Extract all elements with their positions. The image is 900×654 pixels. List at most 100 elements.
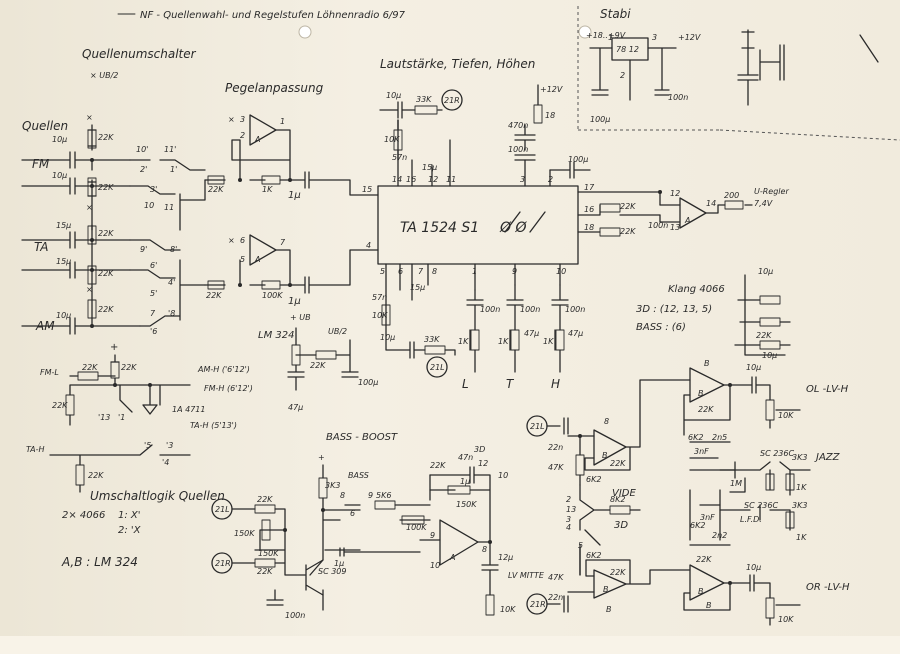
output-left-label: OL -LV-H <box>806 384 849 395</box>
sw-pin: 9' <box>140 245 147 254</box>
junction-dot <box>728 581 732 585</box>
junction-dot <box>113 383 117 387</box>
junction-dot <box>288 178 292 182</box>
pot-10k[interactable] <box>485 594 495 616</box>
cap-100u-stabi: 100µ <box>590 115 610 124</box>
cap-10u-label: 10µ <box>52 171 67 180</box>
opamp-b <box>689 367 725 403</box>
sc236c2-label: SC 236C <box>744 501 778 510</box>
aux-transistor <box>737 29 785 106</box>
opamp-b <box>593 429 627 466</box>
pot-10k-label: 10K <box>500 605 516 614</box>
junction-dot <box>238 178 242 182</box>
resistor-33k-label: 33K <box>416 95 432 104</box>
resistor-6k2 <box>575 454 585 476</box>
cap-100n-label: 100n <box>285 611 305 620</box>
cap-22n-label: 22n <box>548 443 563 452</box>
pot-label-t: T <box>506 377 515 391</box>
resistor-22k <box>759 317 781 327</box>
opamp-pin: 12 <box>670 189 680 198</box>
resistor-22k <box>759 340 781 350</box>
sw-pin: 4' <box>168 278 175 287</box>
sw-pin: '13 <box>98 413 110 422</box>
stabi-wiring <box>589 47 677 101</box>
pot-10k[interactable] <box>765 399 775 421</box>
sheet-title: NF - Quellenwahl- und Regelstufen Löhnen… <box>140 10 406 21</box>
pot-l[interactable] <box>470 329 480 351</box>
transistor-label: SC 309 <box>318 567 346 576</box>
resistor-22k <box>759 295 781 305</box>
ic-pin: 4 <box>366 241 371 250</box>
cap-100n-label: 100n <box>648 221 668 230</box>
stabi-label: Stabi <box>600 7 631 21</box>
sw-pin: 2 <box>566 495 571 504</box>
ic-pin: 14 <box>392 175 402 184</box>
resistor-22k <box>87 129 97 149</box>
cap-10u-label: 10µ <box>380 333 395 342</box>
pot-label-l: L <box>462 377 469 391</box>
resistor-22k <box>315 350 337 360</box>
pot-10k[interactable] <box>765 597 775 619</box>
coupling-cap-bottom <box>279 249 379 294</box>
vide-label: VIDE <box>612 488 636 499</box>
sw-pin: 3' <box>150 185 157 194</box>
label-3d: 3D <box>474 445 485 454</box>
resistor-100k <box>401 515 425 525</box>
pot-label-h: H <box>551 377 560 391</box>
pot-t[interactable] <box>510 329 520 351</box>
sw-pin: 9 <box>368 491 373 500</box>
pencil-stroke <box>859 34 879 63</box>
opamp-pin: 8 <box>604 417 609 426</box>
fm-input-wiring <box>21 124 131 231</box>
ic-pin: 9 <box>512 267 517 276</box>
punch-hole <box>298 25 312 39</box>
pin-1-stabi: 1 <box>608 33 613 42</box>
stabi-box-border <box>577 6 900 141</box>
fm-l-label: FM-L <box>40 368 59 377</box>
resistor-8k2 <box>609 505 631 515</box>
ic-pin: 12 <box>428 175 438 184</box>
sw-pin: 8' <box>170 245 177 254</box>
opamp-label: B <box>603 585 609 594</box>
opamp-label: A <box>684 216 690 225</box>
resistor-150k-label: 150K <box>234 529 255 538</box>
opamp-label: A <box>254 135 260 144</box>
resistor-22k <box>75 464 85 486</box>
resistor-22k-label: 22K <box>696 555 712 564</box>
marker-21r-b-label: 21R <box>215 559 231 568</box>
resistor-1k-label: 1K <box>796 533 807 542</box>
junction-dot <box>488 540 492 544</box>
junction-dot <box>283 528 287 532</box>
cap-47u-label: 47µ <box>524 329 539 338</box>
sw-pin: 10 <box>144 201 154 210</box>
resistor-22k-label: 22K <box>610 459 626 468</box>
cap-100n-label: 100n <box>565 305 585 314</box>
cap-100n-label: 100n <box>520 305 540 314</box>
resistor-22k <box>207 280 225 290</box>
resistor-1k-label: 1K <box>262 185 273 194</box>
pot-h[interactable] <box>555 329 565 351</box>
resistor-22k <box>599 227 621 237</box>
resistor-22k-label: 22K <box>208 185 224 194</box>
logic-1: 1: X' <box>118 510 141 521</box>
opamp-a <box>249 234 277 266</box>
sw-pin: 1' <box>170 165 177 174</box>
opamp-pin: 9 <box>430 531 435 540</box>
opamp-pin: 13 <box>670 223 680 232</box>
resistor-22k <box>77 371 99 381</box>
opamp-a <box>679 197 707 229</box>
opamp-label: A <box>449 553 455 562</box>
regulator-label: 78 12 <box>616 45 639 54</box>
cap-100u-label: 100µ <box>358 378 378 387</box>
level-adjust-title: Pegelanpassung <box>225 81 324 95</box>
opamp-pin: B <box>704 359 710 368</box>
junction-dot <box>90 158 94 162</box>
sw-pin: '3 <box>166 441 173 450</box>
ic-pin: 7 <box>418 267 424 276</box>
opamp-pin: 14 <box>706 199 716 208</box>
resistor-100k-label: 100K <box>406 523 427 532</box>
resistor-3k3 <box>318 477 328 499</box>
cap-10u-label: 10µ <box>746 363 761 372</box>
sw-pin: '1 <box>118 413 125 422</box>
sw-pin: 5' <box>150 289 157 298</box>
